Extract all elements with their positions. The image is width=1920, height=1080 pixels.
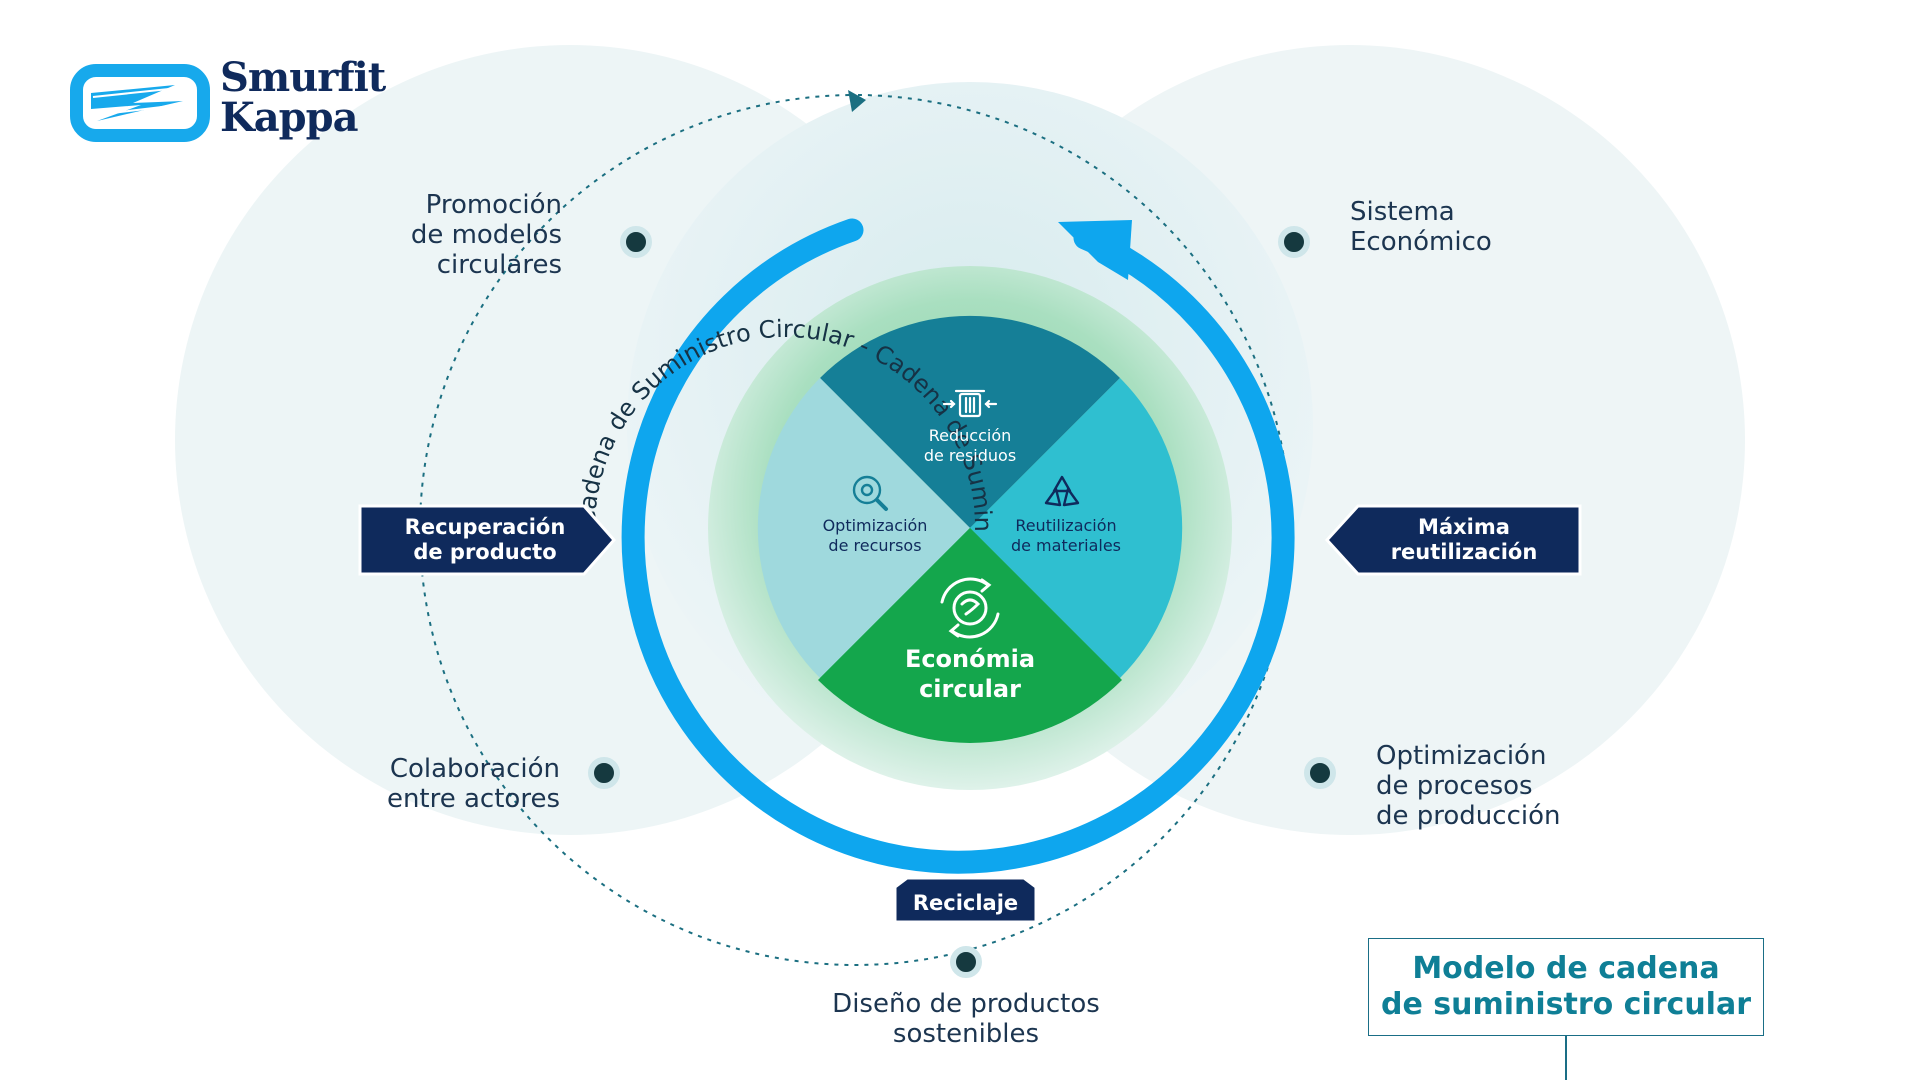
tag-maxima-shape [1324, 504, 1582, 576]
trash-compress-icon [942, 389, 998, 418]
tag-line: Recuperación [404, 515, 566, 539]
dot-diseno [950, 946, 982, 978]
dot-promocion [620, 226, 652, 258]
dashed-ring [419, 94, 1291, 966]
label-line: entre actores [386, 784, 560, 814]
label-colaboracion: Colaboración entre actores [340, 754, 560, 814]
blue-arrow-ring [621, 218, 1295, 874]
tag-line: Máxima [1418, 515, 1510, 539]
logo-line-1: Smurfit [220, 54, 386, 101]
label-line: Optimización [1376, 741, 1547, 771]
dot-optimizacion [1304, 757, 1336, 789]
label-line: sostenibles [892, 1019, 1040, 1049]
label-sistema: Sistema Económico [1350, 197, 1570, 257]
label-line: de modelos [410, 220, 562, 250]
magnifier-gear-icon [852, 475, 888, 511]
quadrant-reduccion [820, 315, 1120, 528]
tag-recuperacion-shape [358, 504, 617, 576]
label-reduccion: Reducción de residuos [890, 426, 1050, 466]
quadrant-line: de recursos [828, 536, 922, 555]
logo-line-2: Kappa [220, 94, 359, 141]
quadrant-line: circular [919, 675, 1021, 703]
blue-arrowhead [1058, 220, 1132, 280]
title-line: Modelo de cadena [1412, 951, 1720, 986]
label-line: Diseño de productos [832, 989, 1100, 1019]
logo-mark [70, 64, 210, 142]
quadrant-economia-edge [818, 528, 1122, 743]
smurfit-kappa-logo: Smurfit Kappa [70, 58, 400, 158]
quadrant-optimizacion [757, 378, 970, 678]
tag-recuperacion: Recuperación de producto [370, 508, 600, 572]
label-promocion: Promoción de modelos circulares [350, 190, 562, 280]
label-line: de procesos [1376, 771, 1533, 801]
dashed-ring-arrowhead [848, 90, 866, 112]
quadrant-line: de residuos [923, 446, 1017, 465]
title-connector [1565, 1036, 1567, 1080]
dot-colaboracion [588, 757, 620, 789]
quadrant-line: Optimización [822, 516, 928, 535]
tag-line: de producto [413, 540, 557, 564]
quadrant-line: Económia [904, 645, 1036, 673]
label-line: de producción [1376, 801, 1561, 831]
recycle-icon [1044, 475, 1080, 507]
label-line: Promoción [425, 190, 562, 220]
circular-arrows-icon [940, 577, 1000, 639]
tag-reciclaje: Reciclaje [912, 890, 1019, 915]
tag-reciclaje-shape [893, 876, 1038, 924]
label-line: circulares [436, 250, 562, 280]
label-line: Económico [1350, 227, 1492, 257]
label-optimizacion-recursos: Optimización de recursos [800, 516, 950, 556]
dot-sistema [1278, 226, 1310, 258]
title-line: de suministro circular [1380, 987, 1752, 1022]
label-optimizacion-procesos: Optimización de procesos de producción [1376, 741, 1616, 831]
label-line: Colaboración [389, 754, 560, 784]
logo-wordmark: Smurfit Kappa [220, 54, 386, 141]
label-line: Sistema [1350, 197, 1455, 227]
tag-maxima: Máxima reutilización [1346, 508, 1582, 572]
label-economia: Económia circular [870, 644, 1070, 704]
quadrant-line: Reducción [928, 426, 1012, 445]
quadrant-line: de materiales [1010, 536, 1122, 555]
tag-line: reutilización [1390, 540, 1538, 564]
diagram-title: Modelo de cadena de suministro circular [1368, 938, 1764, 1036]
label-diseno: Diseño de productos sostenibles [816, 989, 1116, 1049]
quadrant-line: Reutilización [1015, 516, 1117, 535]
quadrant-reutilizacion [970, 378, 1183, 678]
label-reutilizacion: Reutilización de materiales [986, 516, 1146, 556]
